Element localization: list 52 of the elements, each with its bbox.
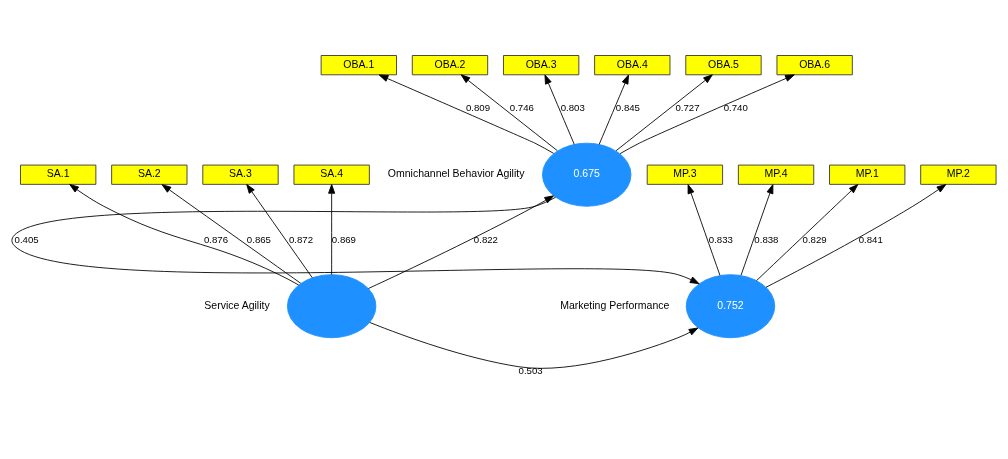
arrow [619, 74, 795, 155]
node-box: OBA.2 [411, 55, 489, 76]
arrow [11, 196, 700, 285]
edge-label: 0.822 [473, 233, 498, 245]
node-box: OBA.1 [320, 55, 397, 76]
arrow [161, 184, 302, 284]
node-box: SA.3 [202, 164, 279, 185]
node-box: OBA.3 [503, 55, 580, 76]
edge-label: 0.845 [615, 102, 640, 114]
arrow [378, 74, 555, 154]
node-box: SA.2 [111, 164, 188, 185]
node-box: MP.1 [829, 164, 906, 185]
node-label: Marketing Performance [560, 298, 670, 311]
edge-label: 0.872 [288, 233, 314, 245]
arrow [69, 183, 300, 286]
edge-label: 0.740 [723, 102, 748, 114]
edge-label: 0.838 [754, 233, 779, 245]
node-box: MP.3 [646, 164, 724, 185]
arrow [544, 74, 575, 145]
edge-label: 0.405 [14, 233, 39, 245]
arrow [740, 184, 774, 276]
edge-label: 0.503 [518, 365, 543, 377]
node-box: SA.1 [20, 164, 97, 185]
edge-label: 0.809 [465, 102, 491, 114]
node-box: SA.4 [293, 164, 370, 185]
arrow [246, 184, 313, 279]
edge-label: 0.833 [708, 233, 733, 245]
node-box: MP.2 [920, 164, 997, 185]
edge-label: 0.869 [331, 233, 356, 245]
edge-label: 0.865 [246, 233, 271, 245]
arrow [328, 184, 336, 275]
edge-label: 0.746 [509, 102, 534, 114]
node-circle [286, 274, 377, 339]
edge-label: 0.841 [858, 233, 883, 245]
edge-label: 0.803 [560, 102, 585, 114]
arrow [687, 184, 721, 276]
arrow [756, 184, 859, 282]
arrow [598, 74, 629, 145]
node-label: Service Agility [204, 298, 270, 311]
arrow [615, 74, 713, 152]
node-label: Omnichannel Behavior Agility [387, 167, 525, 180]
edge-label: 0.727 [675, 102, 700, 114]
arrow [369, 322, 699, 369]
edge-label: 0.829 [802, 233, 827, 245]
arrow [368, 195, 555, 289]
node-box: OBA.6 [776, 55, 853, 76]
edge-label: 0.876 [203, 233, 228, 245]
node-box: OBA.4 [594, 55, 671, 76]
arrow [765, 184, 947, 288]
node-box: MP.4 [737, 164, 815, 185]
arrow [460, 74, 558, 152]
node-box: OBA.5 [685, 55, 762, 76]
